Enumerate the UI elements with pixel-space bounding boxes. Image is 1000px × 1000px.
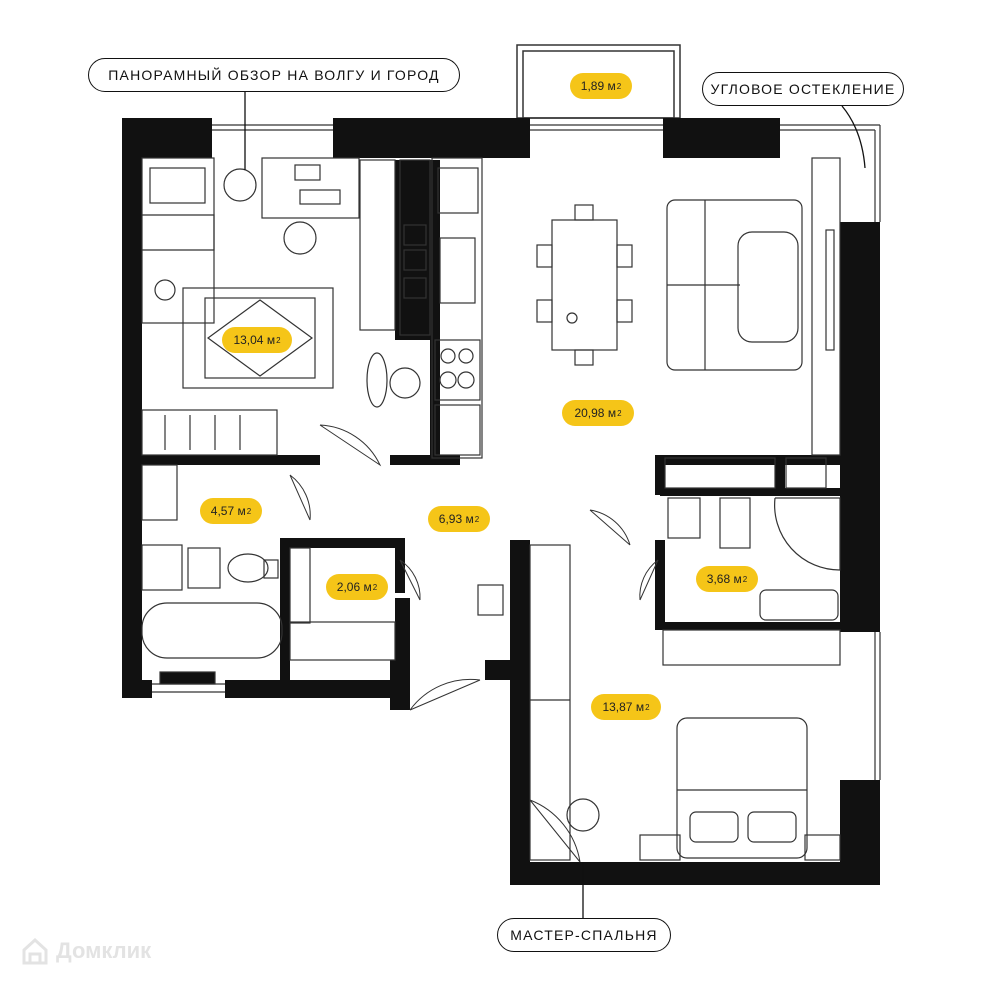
area-bedroom-value: 13,87 м xyxy=(602,700,645,714)
area-unit: 2 xyxy=(372,582,378,592)
balcony xyxy=(516,44,681,119)
windows xyxy=(152,124,881,780)
area-unit: 2 xyxy=(276,335,281,345)
area-master-bath-value: 3,68 м xyxy=(706,572,742,586)
interior-walls xyxy=(140,160,845,683)
house-logo-icon xyxy=(22,937,48,965)
brand-watermark: Домклик xyxy=(20,936,151,966)
area-unit: 2 xyxy=(474,514,480,524)
callout-panorama: ПАНОРАМНЫЙ ОБЗОР НА ВОЛГУ И ГОРОД xyxy=(88,58,460,92)
kitchen-furniture xyxy=(366,157,483,459)
area-kids-room-value: 13,04 м xyxy=(233,333,276,347)
bedroom-furniture xyxy=(477,544,841,861)
exterior-walls xyxy=(122,118,880,885)
kids-room-furniture xyxy=(141,157,396,456)
area-hall-value: 6,93 м xyxy=(438,512,474,526)
callout-master-bedroom: МАСТЕР-СПАЛЬНЯ xyxy=(497,918,671,952)
area-bathroom-value: 4,57 м xyxy=(210,504,246,518)
area-unit: 2 xyxy=(616,81,622,91)
area-storage-value: 2,06 м xyxy=(336,580,372,594)
callout-corner-glazing: УГЛОВОЕ ОСТЕКЛЕНИЕ xyxy=(702,72,904,106)
brand-name: Домклик xyxy=(56,938,152,963)
area-balcony-value: 1,89 м xyxy=(580,79,616,93)
living-furniture xyxy=(536,157,841,456)
area-unit: 2 xyxy=(645,702,650,712)
area-unit: 2 xyxy=(742,574,748,584)
bathroom-furniture xyxy=(141,457,841,666)
area-living-kitchen-value: 20,98 м xyxy=(574,406,617,420)
area-unit: 2 xyxy=(617,408,622,418)
doors xyxy=(289,424,659,863)
area-unit: 2 xyxy=(246,506,252,516)
